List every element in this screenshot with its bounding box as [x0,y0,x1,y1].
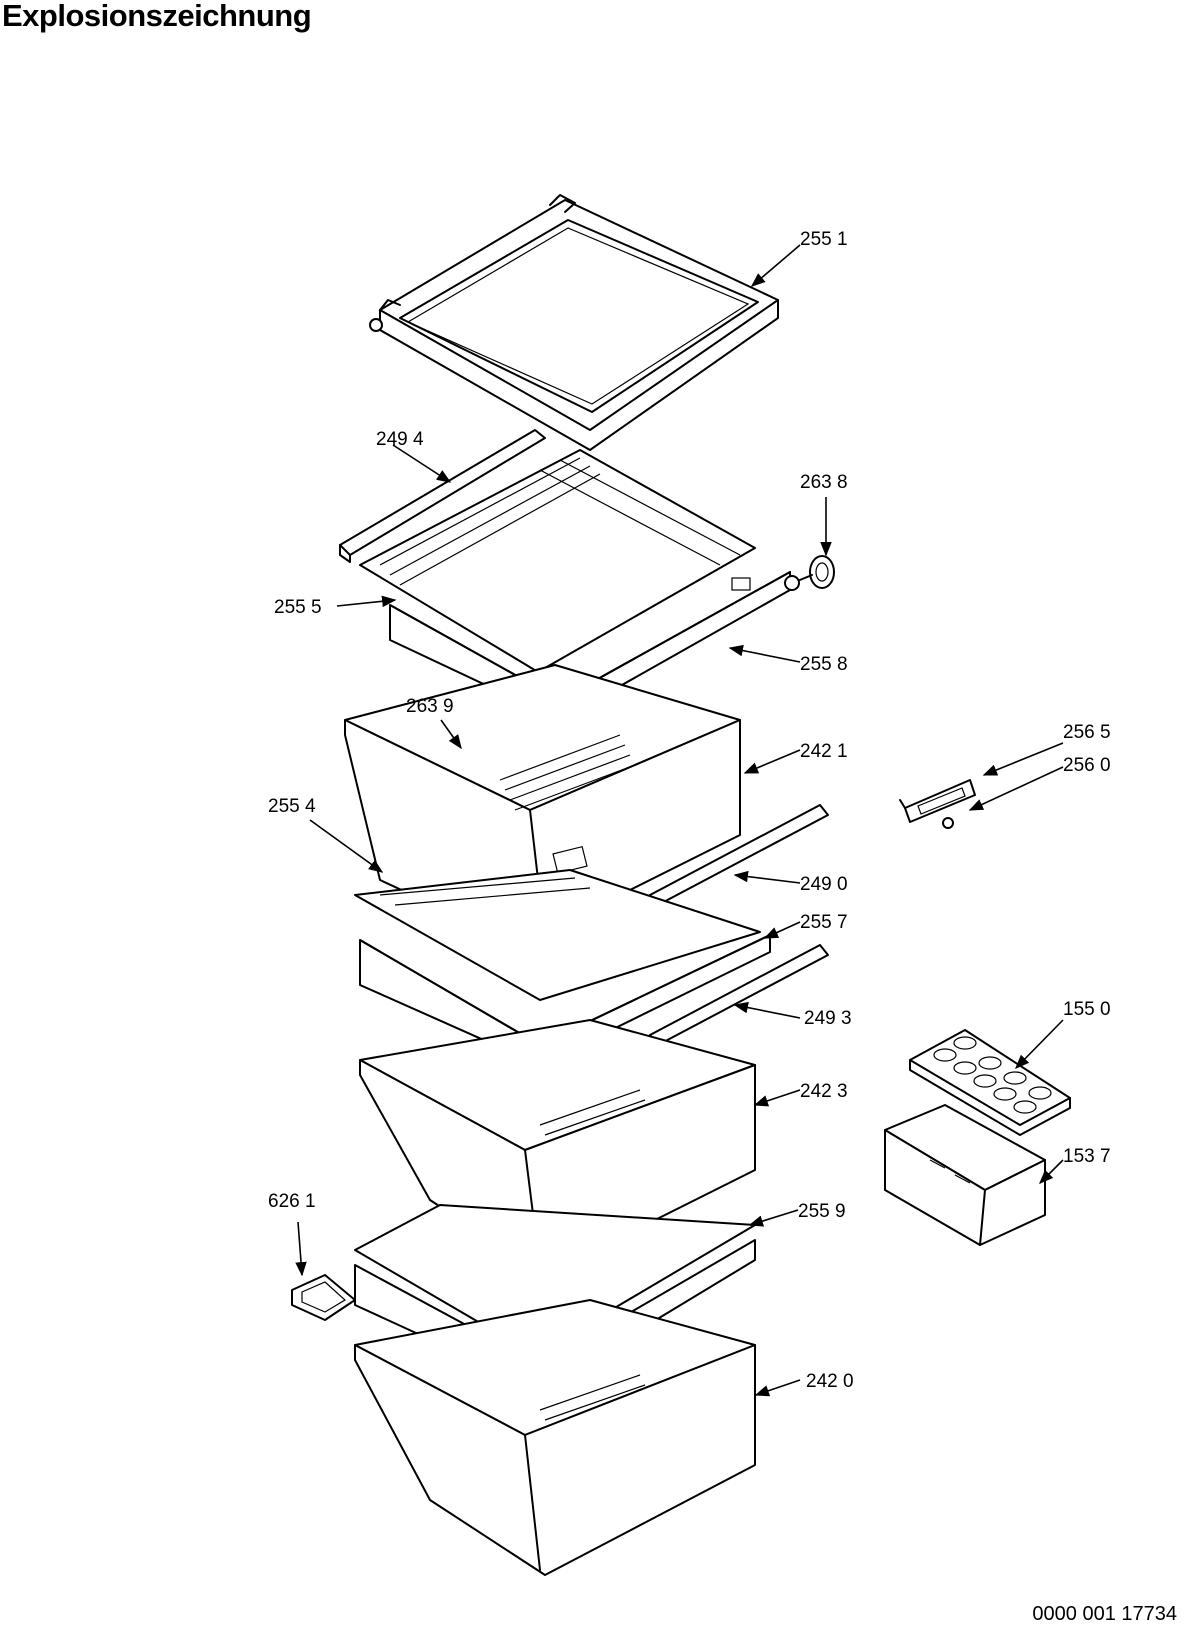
label-1550: 155 0 [1063,999,1111,1020]
label-2420: 242 0 [806,1371,854,1392]
label-2559: 255 9 [798,1201,846,1222]
glass-shelf-top [369,194,779,451]
part-labels: 255 1 249 4 263 8 255 5 255 8 263 9 256 … [268,229,1111,1392]
egg-tray-1550 [909,1029,1071,1136]
drawer-2423 [359,1019,756,1276]
document-number: 0000 001 17734 [1032,1603,1177,1625]
label-1537: 153 7 [1063,1146,1111,1167]
drawer-2420 [354,1299,756,1576]
label-2423: 242 3 [800,1081,848,1102]
trim-strip-2494 [339,429,546,563]
label-2421: 242 1 [800,741,848,762]
glass-shelf-2554 [354,869,761,1001]
leader-lines [295,244,1064,1397]
label-2557: 255 7 [800,912,848,933]
holder-2565 [899,779,976,829]
label-2639: 263 9 [406,696,454,717]
label-2493: 249 3 [804,1008,852,1029]
label-2555: 255 5 [274,597,322,618]
label-6261: 626 1 [268,1191,316,1212]
label-2638: 263 8 [800,472,848,493]
knob-2638 [784,555,835,591]
label-2490: 249 0 [800,874,848,895]
label-2565: 256 5 [1063,722,1111,743]
page-title: Explosionszeichnung [2,0,312,33]
label-2554: 255 4 [268,796,316,817]
label-2551: 255 1 [800,229,848,250]
box-1537 [884,1104,1046,1246]
label-2558: 255 8 [800,654,848,675]
clip-6261 [291,1274,356,1321]
label-2560: 256 0 [1063,755,1111,776]
glass-shelf-2555 [359,449,756,673]
label-2494: 249 4 [376,429,424,450]
